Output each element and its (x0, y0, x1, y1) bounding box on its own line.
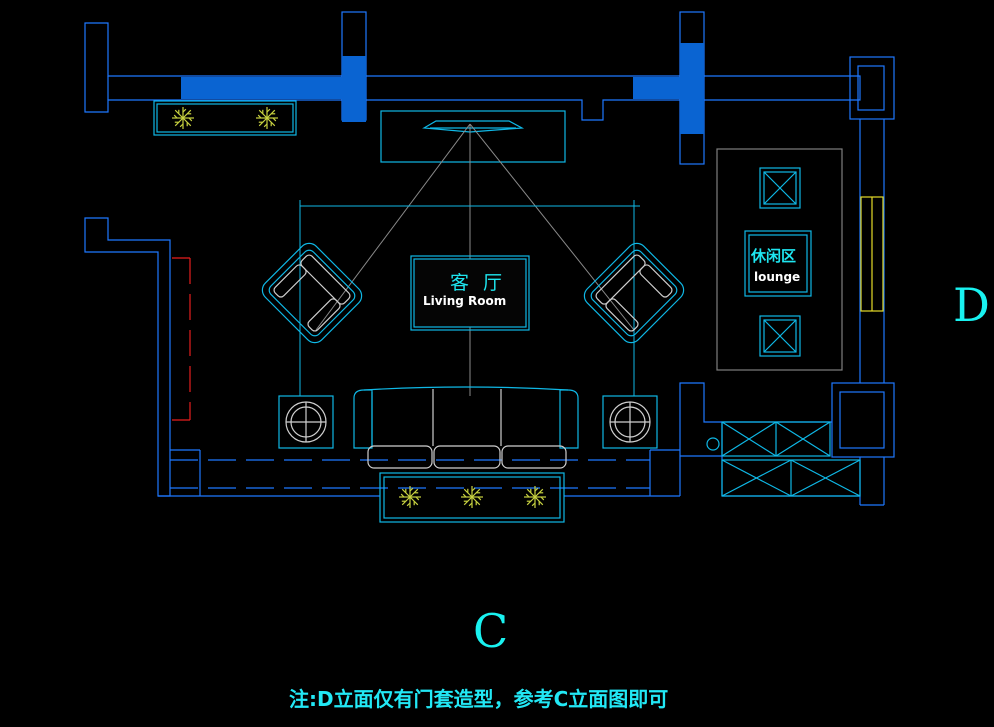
living-room-label-cn: 客 厅 (450, 272, 507, 294)
side-table-lamp-icon (278, 395, 334, 449)
drawing-note: 注:D立面仅有门套造型，参考C立面图即可 (289, 687, 669, 711)
plant-icon (256, 107, 278, 129)
window (860, 196, 884, 312)
coffee-table (410, 255, 530, 331)
lounge-label-en: lounge (754, 270, 801, 284)
plant-icon (461, 486, 483, 508)
planter-bottom (379, 472, 565, 523)
planter-top (153, 100, 297, 136)
wall-fill (181, 43, 704, 134)
lounge-center-table (744, 230, 812, 297)
tv-console-icon (380, 110, 566, 163)
ottoman-icon (759, 315, 801, 357)
plant-icon (172, 107, 194, 129)
side-table-lamp-icon (602, 395, 658, 449)
ottoman-icon (759, 167, 801, 209)
armchair-icon (261, 242, 363, 344)
plant-icon (524, 486, 546, 508)
lounge-label-cn: 休闲区 (751, 247, 797, 265)
elevation-label-d: D (953, 278, 990, 332)
plant-icon (399, 486, 421, 508)
door-opening (172, 257, 191, 421)
storage-cabinet (706, 421, 861, 497)
lounge-table (716, 148, 843, 371)
living-room-label-en: Living Room (423, 294, 507, 308)
armchair-icon (583, 242, 685, 344)
elevation-label-c: C (473, 604, 509, 658)
sofa-icon (353, 386, 579, 469)
